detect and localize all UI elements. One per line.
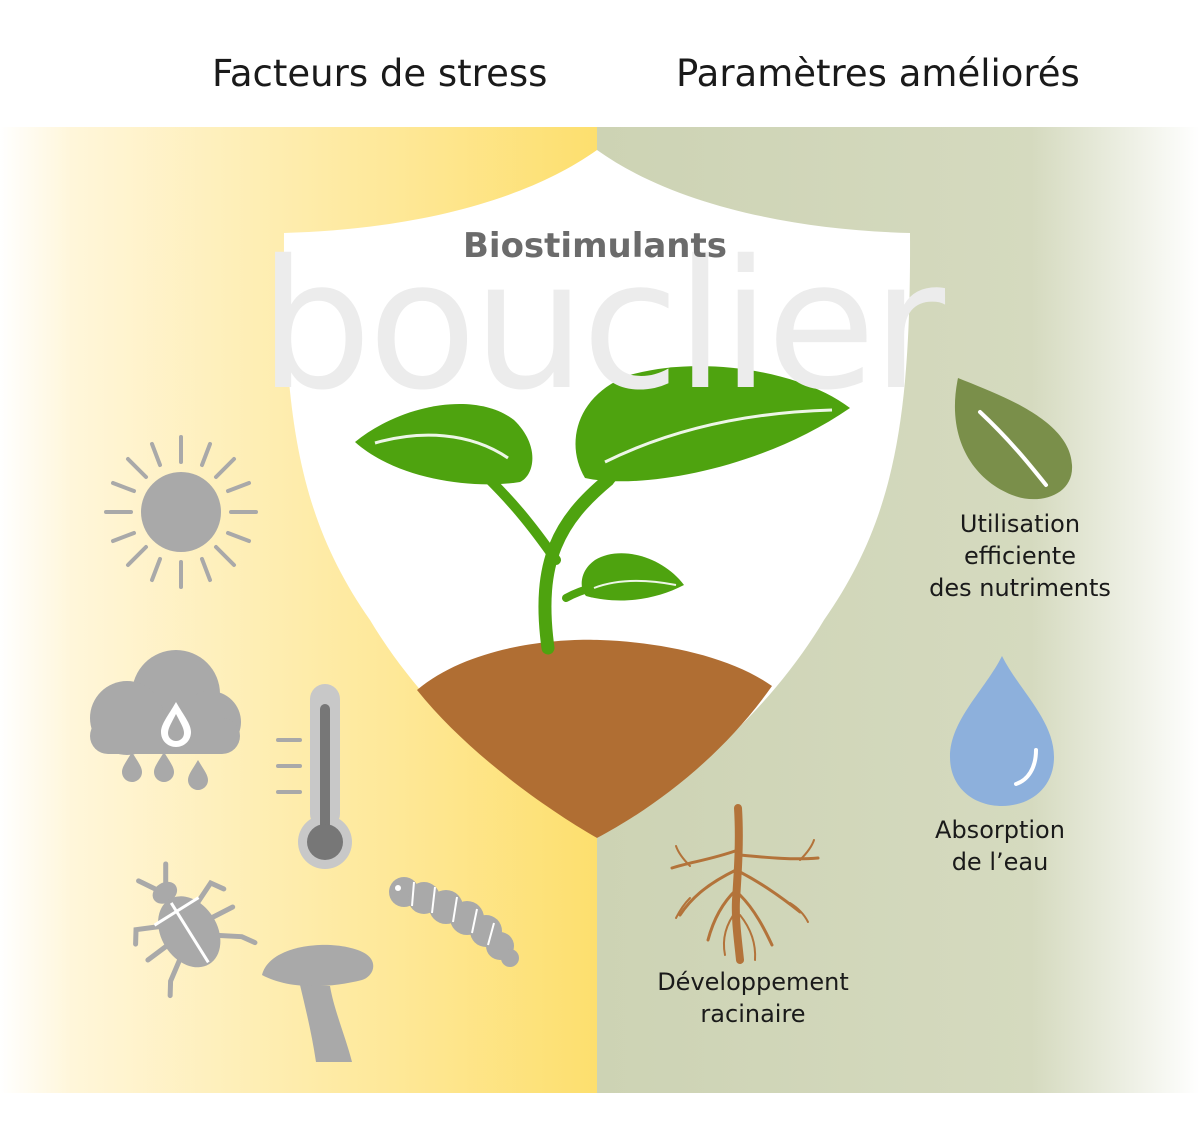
- nutrients-label: Utilisation efficiente des nutriments: [905, 508, 1135, 604]
- leaf-icon: [954, 378, 1073, 500]
- plant-left-leaf: [355, 404, 533, 485]
- thermometer-icon: [276, 684, 352, 869]
- soil-mound: [417, 639, 772, 838]
- water-label: Absorption de l’eau: [900, 814, 1100, 878]
- roots-label-line: Développement: [657, 968, 849, 996]
- water-label-line: Absorption: [935, 816, 1065, 844]
- plant-icon: [355, 366, 850, 655]
- shield-title: Biostimulants: [463, 226, 727, 266]
- rain-cloud-icon: [90, 650, 241, 790]
- root-icon: [670, 804, 820, 964]
- sun-icon: [104, 435, 258, 589]
- nutrients-label-line: Utilisation: [959, 510, 1081, 538]
- roots-label-line: racinaire: [700, 1000, 806, 1028]
- shield-watermark: bouclier: [258, 222, 945, 429]
- water-label-line: de l’eau: [951, 848, 1049, 876]
- roots-label: Développement racinaire: [628, 966, 878, 1030]
- beetle-icon: [133, 861, 258, 999]
- stress-factors-heading: Facteurs de stress: [212, 52, 548, 95]
- improved-parameters-heading: Paramètres améliorés: [676, 52, 1080, 95]
- nutrients-label-line: efficiente: [964, 542, 1076, 570]
- mushroom-icon: [262, 944, 374, 1062]
- nutrients-label-line: des nutriments: [929, 574, 1111, 602]
- water-drop-icon: [950, 656, 1054, 806]
- plant-small-leaf: [581, 553, 684, 601]
- larva-icon: [389, 877, 519, 967]
